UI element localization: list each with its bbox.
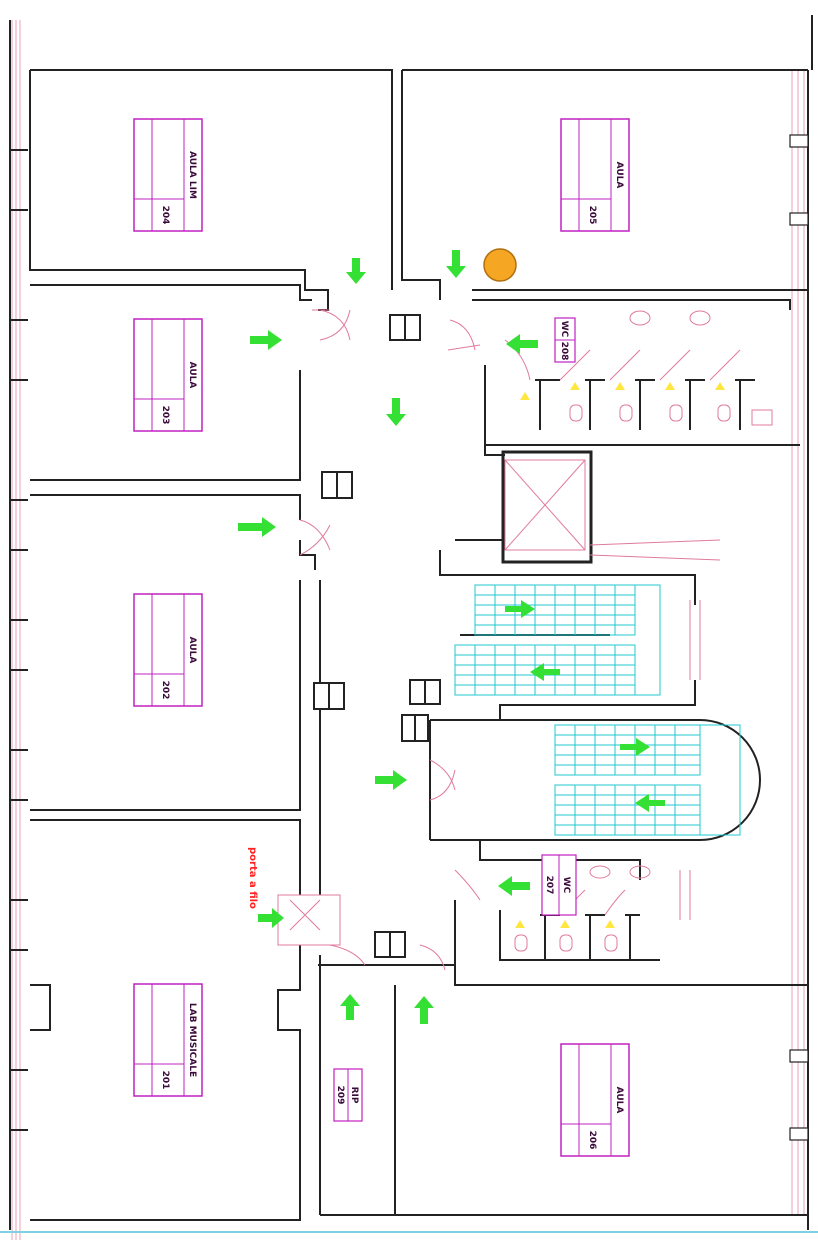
- arrow-up-icon: [340, 994, 360, 1020]
- room-number: 204: [160, 206, 170, 225]
- room-number: 209: [335, 1086, 345, 1105]
- room-name: WC: [561, 877, 571, 894]
- arrow-down-icon: [346, 258, 366, 284]
- wc-stalls-lower: [514, 865, 651, 960]
- arrow-left-icon: [506, 334, 538, 354]
- columns: [313, 314, 441, 958]
- room-number: 201: [160, 1071, 170, 1090]
- room-name: AULA: [187, 637, 197, 664]
- walls: [9, 15, 813, 1230]
- room-label-rip-209: RIP 209: [333, 1068, 363, 1122]
- arrow-right-icon: [505, 600, 535, 618]
- room-label-lab-musicale-201: LAB MUSICALE 201: [133, 983, 203, 1097]
- room-number: 206: [587, 1131, 597, 1150]
- doors: [277, 309, 721, 971]
- arrow-left-icon: [498, 876, 530, 896]
- room-number: 202: [160, 681, 170, 700]
- room-label-wc-208: WC 208: [554, 317, 576, 363]
- arrow-left-icon: [635, 794, 665, 812]
- arrow-down-icon: [386, 398, 406, 426]
- room-name: RIP: [349, 1087, 359, 1104]
- arrow-right-icon: [620, 738, 650, 756]
- room-name: WC: [559, 321, 569, 338]
- stairs: [454, 584, 741, 836]
- room-number: 208: [559, 342, 569, 361]
- door-note: porta a filo: [247, 847, 258, 909]
- windows: [789, 134, 809, 1141]
- arrow-up-icon: [414, 996, 434, 1024]
- evacuation-arrows: [238, 250, 665, 1024]
- room-label-aula-202: AULA 202: [133, 593, 203, 707]
- room-label-aula-206: AULA 206: [560, 1043, 630, 1157]
- arrow-right-icon: [375, 770, 407, 790]
- room-number: 205: [587, 206, 597, 225]
- room-number: 203: [160, 406, 170, 425]
- room-name: AULA: [187, 362, 197, 389]
- room-label-wc-207: WC 207: [541, 854, 577, 916]
- room-label-aula-205: AULA 205: [560, 118, 630, 232]
- room-name: AULA LIM: [187, 151, 197, 199]
- arrow-right-icon: [238, 517, 276, 537]
- room-name: AULA: [614, 1087, 624, 1114]
- room-label-aula-203: AULA 203: [133, 318, 203, 432]
- arrow-down-icon: [446, 250, 466, 278]
- arrow-right-icon: [250, 330, 282, 350]
- arrow-right-icon: [258, 908, 284, 928]
- room-number: 207: [544, 876, 554, 895]
- room-name: LAB MUSICALE: [187, 1003, 197, 1077]
- you-are-here-marker: [483, 248, 517, 282]
- arrow-left-icon: [530, 663, 560, 681]
- room-label-aula-lim-204: AULA LIM 204: [133, 118, 203, 232]
- room-name: AULA: [614, 162, 624, 189]
- wc-stalls-upper: [520, 310, 773, 430]
